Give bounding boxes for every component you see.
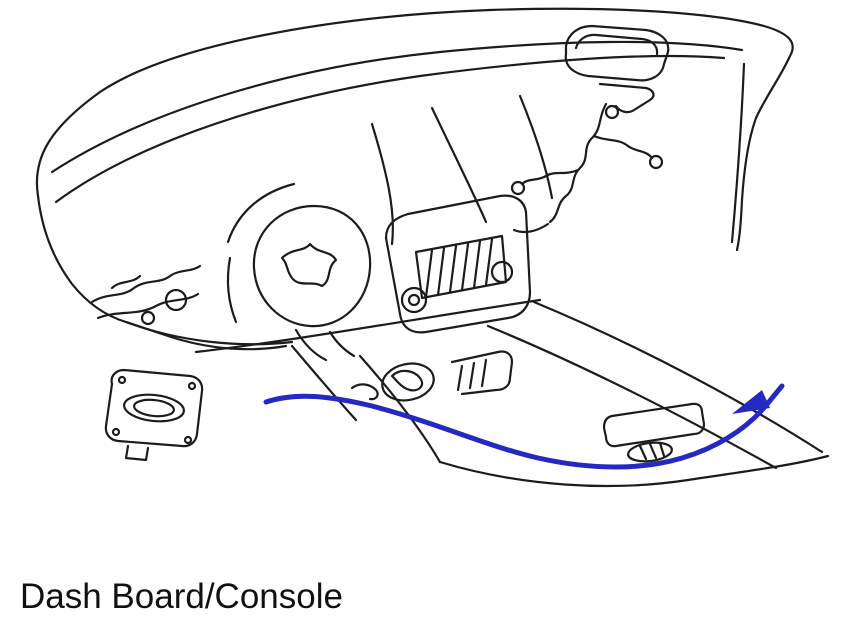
cable-arrowhead-icon	[732, 390, 770, 414]
airbag-module-lid	[564, 24, 670, 114]
shifter-cable-assembly	[350, 350, 514, 402]
floor-console	[358, 300, 830, 488]
cable-routing-annotation	[263, 383, 785, 470]
left-vent-detail	[90, 264, 202, 326]
dash-top-panel	[35, 7, 794, 422]
mounting-bracket	[104, 368, 204, 462]
wiring-harness	[510, 102, 664, 234]
instrument-cluster	[226, 182, 372, 362]
diagram-caption: Dash Board/Console	[20, 577, 343, 616]
center-stack-radio	[384, 194, 532, 334]
dashboard-line-art	[35, 7, 830, 488]
